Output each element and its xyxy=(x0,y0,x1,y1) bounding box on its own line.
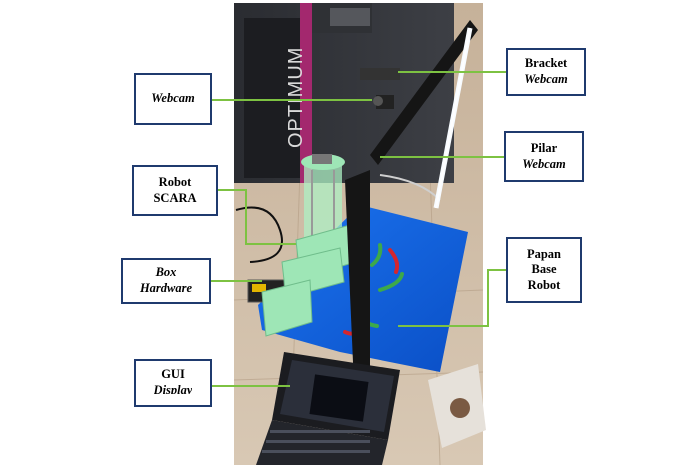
webcam-bracket xyxy=(370,20,478,165)
label-papan-line2: Base xyxy=(531,262,557,277)
label-robot-scara-line1: Robot xyxy=(158,174,192,189)
label-webcam: Webcam xyxy=(134,73,212,125)
label-bracket-webcam-line2: Webcam xyxy=(524,72,568,86)
cabinet-brand-text: OPTIMUM xyxy=(285,47,307,148)
label-gui-display-line2: Display xyxy=(153,382,193,394)
label-pilar-webcam: Pilar Webcam xyxy=(504,131,584,182)
label-webcam-text: Webcam xyxy=(151,91,195,106)
label-box-hardware: Box Hardware xyxy=(121,258,211,304)
label-box-hardware-line2: Hardware xyxy=(139,281,193,295)
label-pilar-webcam-line2: Webcam xyxy=(522,156,566,171)
leader-robot-scara xyxy=(218,189,296,245)
label-box-hardware-line1: Box xyxy=(155,265,177,280)
webcam-device xyxy=(373,96,383,106)
label-robot-scara: Robot SCARA xyxy=(132,165,218,216)
label-bracket-webcam-line1: Bracket xyxy=(524,56,568,71)
laptop xyxy=(256,352,400,465)
webcam-pillar xyxy=(345,170,370,385)
label-papan-base-robot: Papan Base Robot xyxy=(506,237,582,303)
label-robot-scara-line2: SCARA xyxy=(153,190,197,205)
label-gui-display-line1: GUI xyxy=(161,367,185,381)
scara-robot xyxy=(261,154,357,337)
label-papan-line1: Papan xyxy=(526,246,562,261)
label-gui-display: GUI Display xyxy=(134,359,212,407)
label-pilar-webcam-line1: Pilar xyxy=(530,140,558,155)
label-bracket-webcam: Bracket Webcam xyxy=(506,48,586,96)
label-papan-line3: Robot xyxy=(527,277,561,292)
leader-papan xyxy=(398,269,506,327)
